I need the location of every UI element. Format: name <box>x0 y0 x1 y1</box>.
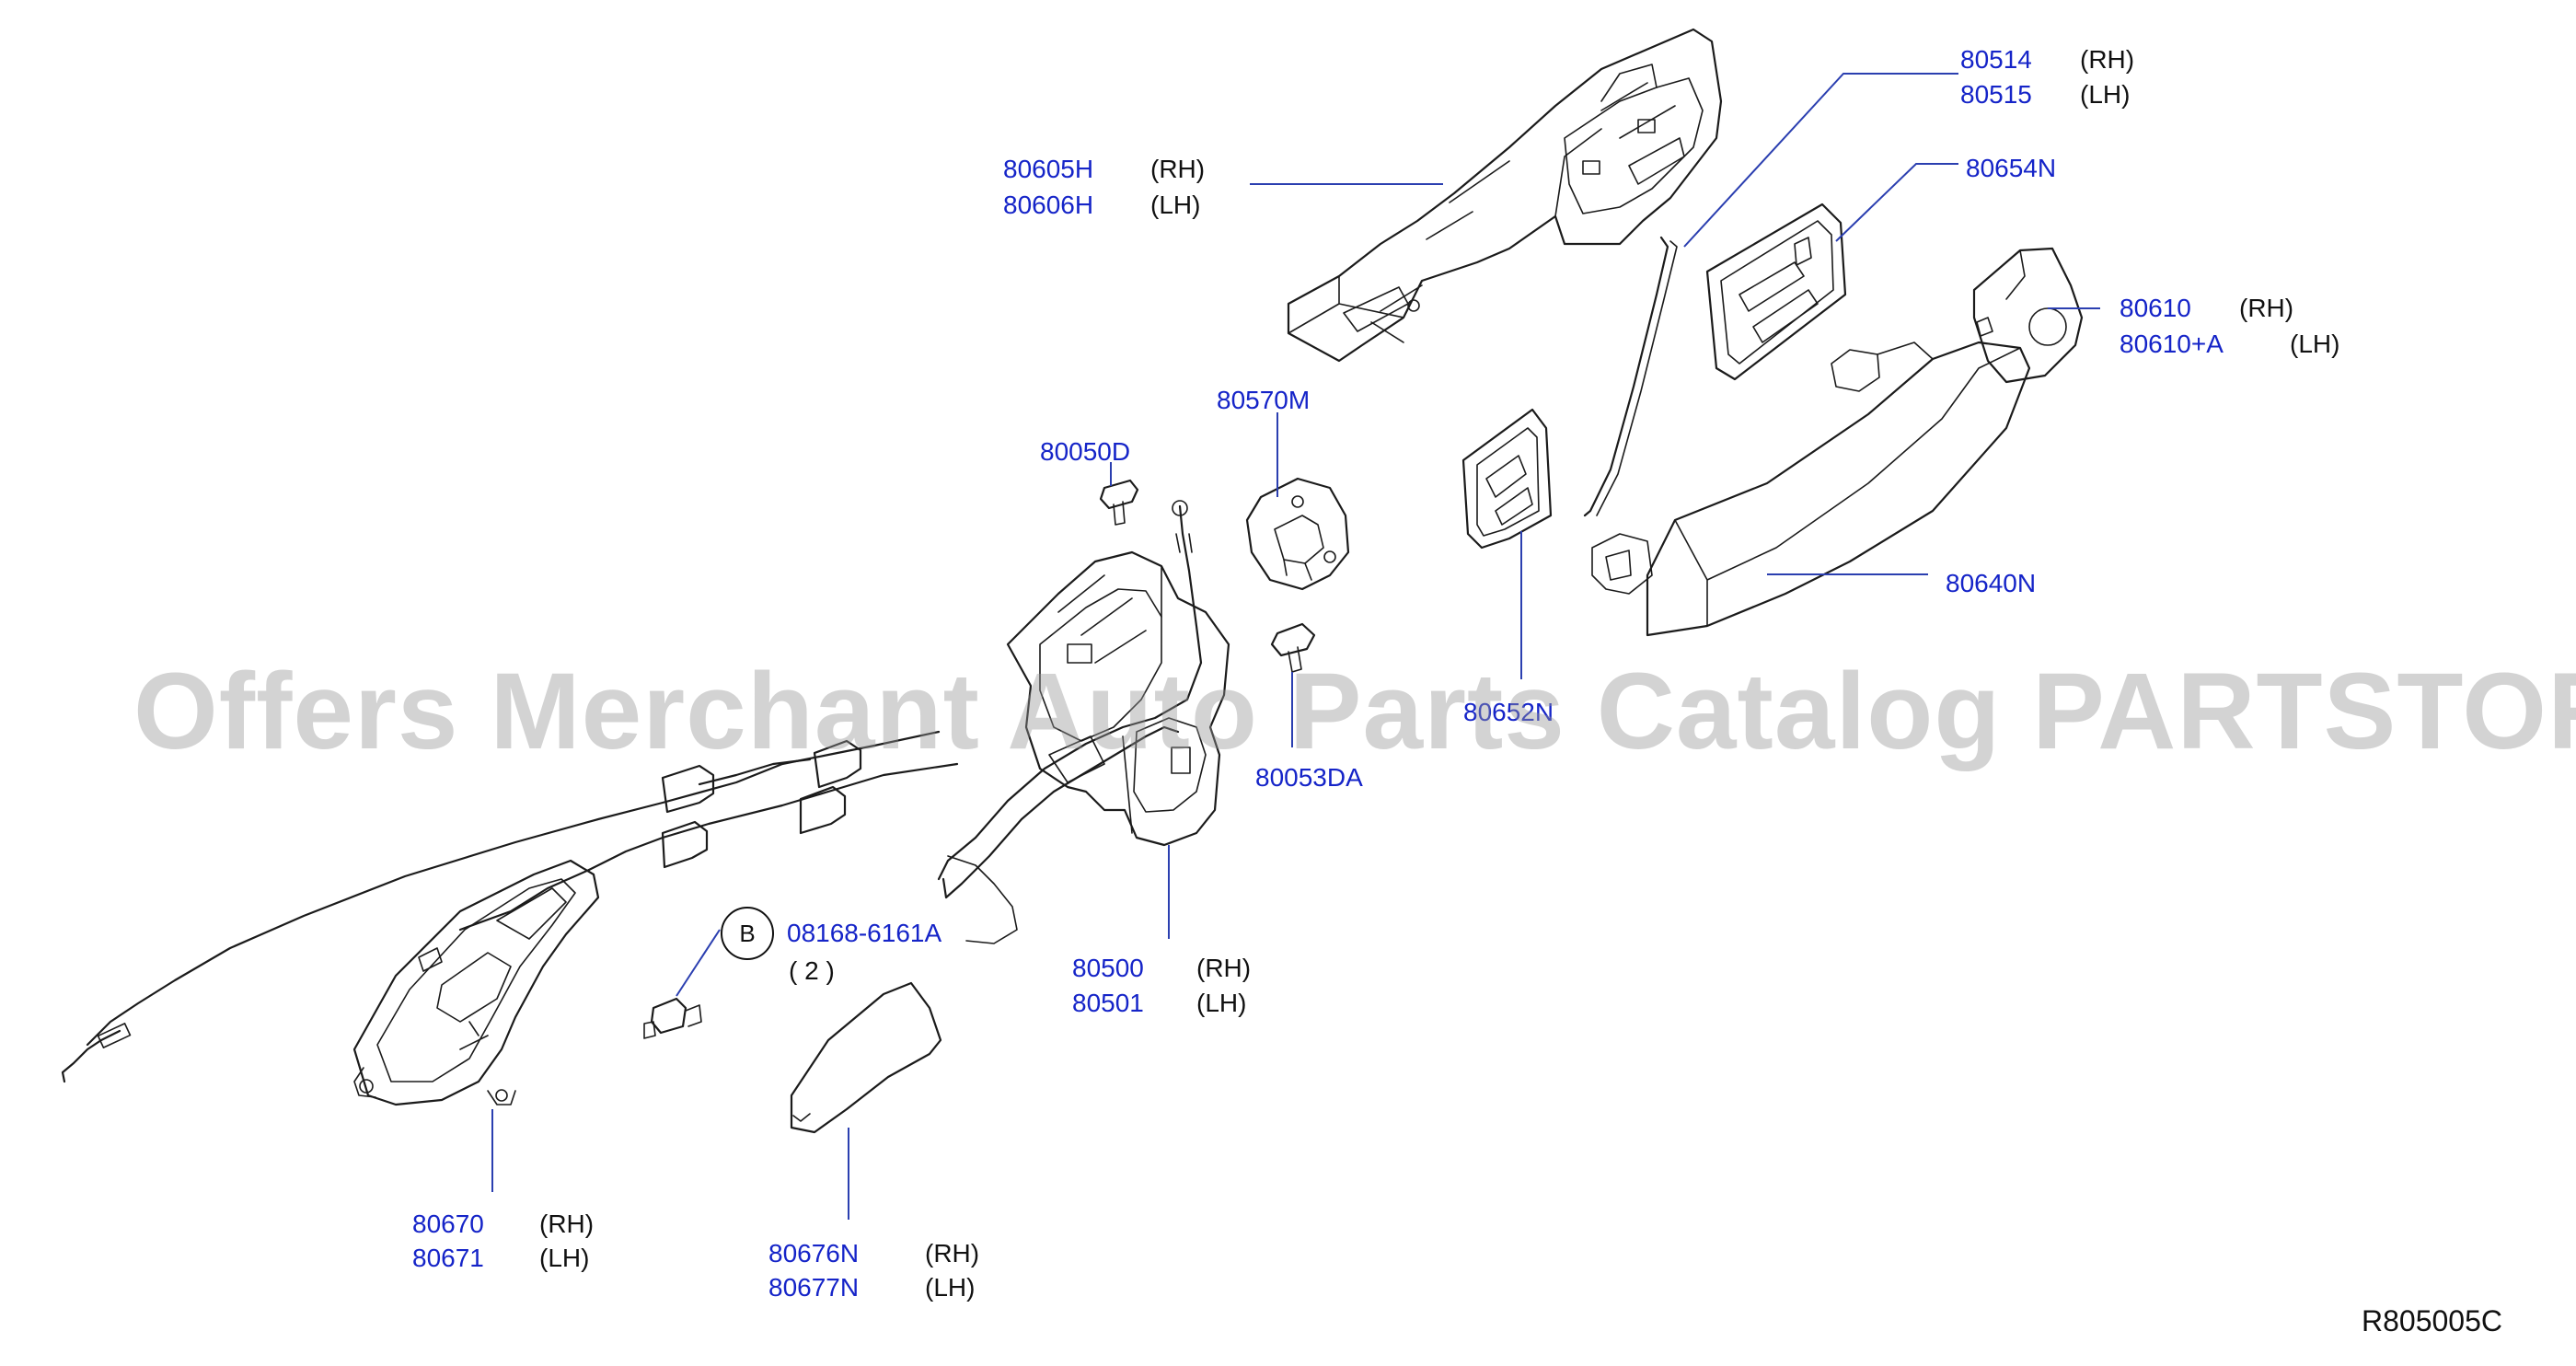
outside-handle-grip <box>1591 341 2031 637</box>
side-label: (LH) <box>539 1244 590 1272</box>
part-number[interactable]: 80514 <box>1960 45 2032 74</box>
side-label: (LH) <box>1150 191 1201 219</box>
side-label: (RH) <box>539 1210 595 1238</box>
diagram-reference: R805005C <box>2362 1304 2502 1337</box>
callout-80654n: 80654N <box>1966 153 2056 184</box>
callout-80514: 80514 (RH) <box>1960 44 2134 75</box>
part-number[interactable]: 80654N <box>1966 154 2057 182</box>
cable-grommet-mid <box>661 764 715 814</box>
cable-grommet-upper <box>813 739 862 789</box>
callout-80050d: 80050D <box>1040 436 1130 468</box>
part-number[interactable]: 08168-6161A <box>787 919 942 947</box>
key-cylinder-cover <box>1972 247 2084 384</box>
callout-80500: 80500 (RH) <box>1072 953 1251 984</box>
part-number[interactable]: 80606H <box>1003 191 1094 219</box>
inside-handle-escutcheon <box>790 981 942 1134</box>
callout-80671: 80671 (LH) <box>412 1243 589 1274</box>
part-number[interactable]: 80610+A <box>2120 330 2224 358</box>
side-label: (RH) <box>1150 155 1206 183</box>
part-number[interactable]: 80676N <box>768 1239 860 1268</box>
bolt-08168 <box>643 997 702 1039</box>
part-number[interactable]: 80605H <box>1003 155 1094 183</box>
part-number[interactable]: 80610 <box>2120 294 2191 322</box>
part-number[interactable]: 80640N <box>1946 569 2037 597</box>
callout-80610: 80610 (RH) <box>2120 293 2293 324</box>
callout-08168: 08168-6161A <box>787 918 941 949</box>
side-label: (RH) <box>2239 294 2294 322</box>
side-label: (RH) <box>1196 954 1252 982</box>
side-label: (RH) <box>925 1239 980 1268</box>
lock-rod-cables <box>937 500 1203 899</box>
callout-80676n: 80676N (RH) <box>768 1238 979 1269</box>
callout-80053da: 80053DA <box>1255 762 1363 793</box>
inside-handle-cables <box>61 730 1018 1083</box>
callout-80670: 80670 (RH) <box>412 1209 594 1240</box>
callout-80652n: 80652N <box>1463 697 1554 728</box>
part-number[interactable]: 80515 <box>1960 80 2032 109</box>
part-number[interactable]: 80050D <box>1040 437 1131 466</box>
screw-80053da <box>1270 622 1316 673</box>
side-label: (LH) <box>1196 989 1247 1017</box>
part-number[interactable]: 80652N <box>1463 698 1554 726</box>
part-number[interactable]: 80500 <box>1072 954 1144 982</box>
callout-80606h: 80606H (LH) <box>1003 190 1200 221</box>
watermark: Offers Merchant Auto Parts Catalog PARTS… <box>133 651 2576 772</box>
cable-grommet-end <box>661 820 709 869</box>
part-number[interactable]: 80501 <box>1072 989 1144 1017</box>
callout-80501: 80501 (LH) <box>1072 988 1246 1019</box>
callout-80570m: 80570M <box>1217 385 1310 416</box>
side-label: (LH) <box>925 1273 976 1302</box>
side-label: (LH) <box>2080 80 2131 109</box>
bolt-callout-symbol: B <box>721 907 774 960</box>
callout-80640n: 80640N <box>1946 568 2036 599</box>
screw-80050d <box>1099 479 1139 526</box>
handle-gasket-rear <box>1461 408 1553 550</box>
bolt-quantity: ( 2 ) <box>789 956 835 985</box>
side-label: (LH) <box>2290 330 2340 358</box>
inside-handle <box>352 859 600 1106</box>
outside-handle-bracket <box>1287 28 1723 363</box>
leader-lines <box>491 73 2100 1220</box>
part-number[interactable]: 80670 <box>412 1210 484 1238</box>
part-number[interactable]: 80053DA <box>1255 763 1363 792</box>
part-number[interactable]: 80671 <box>412 1244 484 1272</box>
part-number[interactable]: 80677N <box>768 1273 860 1302</box>
callout-80515: 80515 (LH) <box>1960 79 2130 110</box>
part-number[interactable]: 80570M <box>1217 386 1311 414</box>
callout-80605h: 80605H (RH) <box>1003 154 1205 185</box>
side-label: (RH) <box>2080 45 2135 74</box>
outside-handle-rod <box>1583 236 1678 517</box>
callout-80610a: 80610+A (LH) <box>2120 329 2339 360</box>
handle-gasket-front <box>1705 203 1847 381</box>
cable-grommet-lower <box>799 785 847 835</box>
callout-80677n: 80677N (LH) <box>768 1272 975 1303</box>
door-striker <box>1245 477 1350 591</box>
door-lock-actuator <box>1006 550 1230 847</box>
